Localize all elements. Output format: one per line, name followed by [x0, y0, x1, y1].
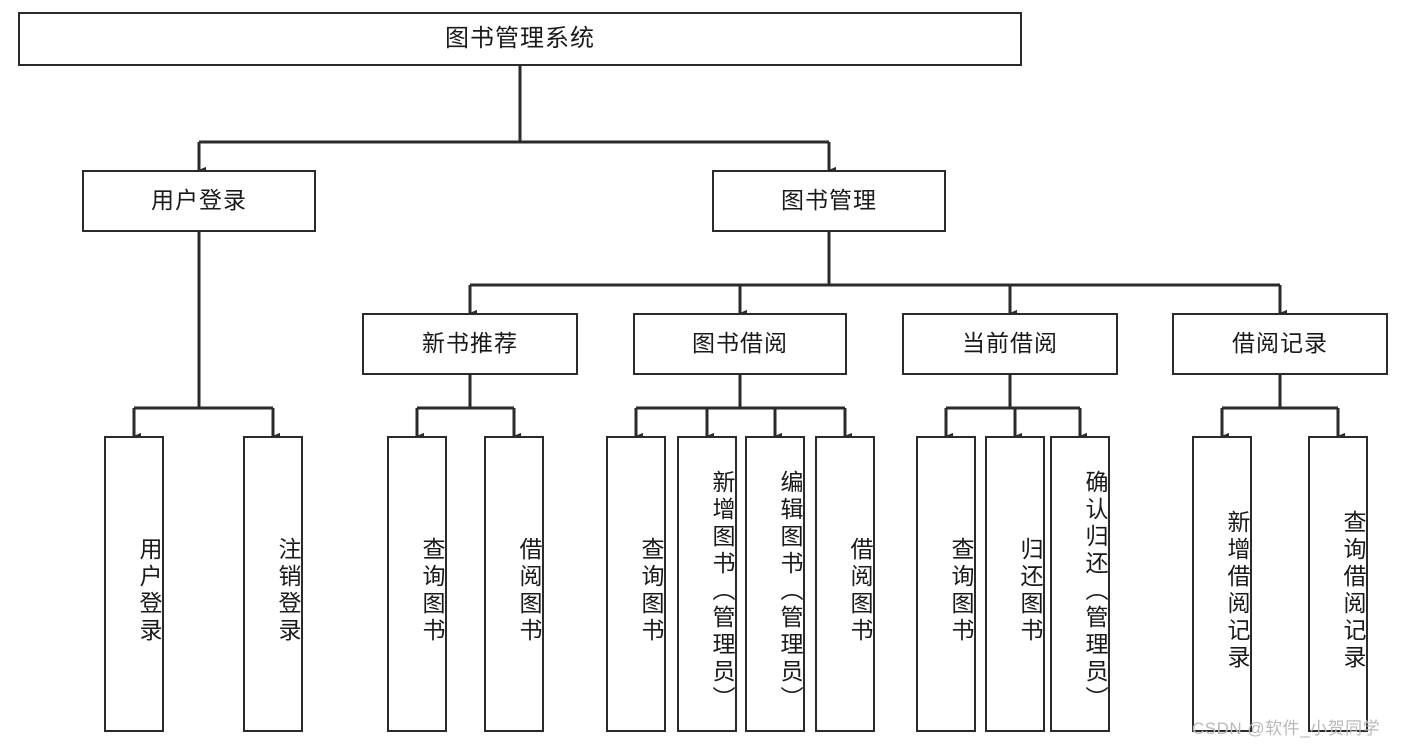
node-leaf-br-query[interactable]: 查询借阅记录 — [1308, 436, 1368, 732]
node-current-borrow[interactable]: 当前借阅 — [902, 313, 1118, 375]
node-leaf-cb-query[interactable]: 查询图书 — [916, 436, 976, 732]
node-label: 用户登录 — [136, 537, 162, 645]
node-label: 查询图书 — [638, 537, 664, 645]
node-leaf-bb-query[interactable]: 查询图书 — [606, 436, 666, 732]
node-leaf-bb-edit[interactable]: 编辑图书（管理员） — [745, 436, 805, 732]
node-label: 归还图书 — [1017, 537, 1043, 645]
node-leaf-bb-borrow[interactable]: 借阅图书 — [815, 436, 875, 732]
node-leaf-rec-query[interactable]: 查询图书 — [387, 436, 447, 732]
node-label: 新增借阅记录 — [1224, 510, 1250, 672]
node-book-manage[interactable]: 图书管理 — [712, 170, 946, 232]
node-label: 查询借阅记录 — [1340, 510, 1366, 672]
node-leaf-rec-borrow[interactable]: 借阅图书 — [484, 436, 544, 732]
node-label: 确认归还（管理员） — [1082, 469, 1108, 713]
node-book-borrow[interactable]: 图书借阅 — [633, 313, 847, 375]
node-label: 图书管理系统 — [445, 24, 595, 52]
node-user-login[interactable]: 用户登录 — [82, 170, 316, 232]
node-label: 查询图书 — [419, 537, 445, 645]
node-leaf-user-login[interactable]: 用户登录 — [104, 436, 164, 732]
node-root[interactable]: 图书管理系统 — [18, 12, 1022, 66]
node-new-book-rec[interactable]: 新书推荐 — [362, 313, 578, 375]
node-leaf-bb-add[interactable]: 新增图书（管理员） — [677, 436, 737, 732]
node-borrow-record[interactable]: 借阅记录 — [1172, 313, 1388, 375]
node-label: 借阅图书 — [516, 537, 542, 645]
node-label: 图书借阅 — [692, 330, 788, 357]
node-label: 新增图书（管理员） — [709, 469, 735, 713]
node-label: 图书管理 — [781, 187, 877, 214]
node-leaf-br-add[interactable]: 新增借阅记录 — [1192, 436, 1252, 732]
node-label: 查询图书 — [948, 537, 974, 645]
node-label: 编辑图书（管理员） — [777, 469, 803, 713]
node-leaf-cb-return[interactable]: 归还图书 — [985, 436, 1045, 732]
node-label: 借阅图书 — [847, 537, 873, 645]
node-label: 新书推荐 — [422, 330, 518, 357]
node-leaf-logout[interactable]: 注销登录 — [243, 436, 303, 732]
node-label: 借阅记录 — [1232, 330, 1328, 357]
node-leaf-cb-confirm[interactable]: 确认归还（管理员） — [1050, 436, 1110, 732]
node-label: 当前借阅 — [962, 330, 1058, 357]
node-label: 用户登录 — [151, 187, 247, 214]
node-label: 注销登录 — [275, 537, 301, 645]
